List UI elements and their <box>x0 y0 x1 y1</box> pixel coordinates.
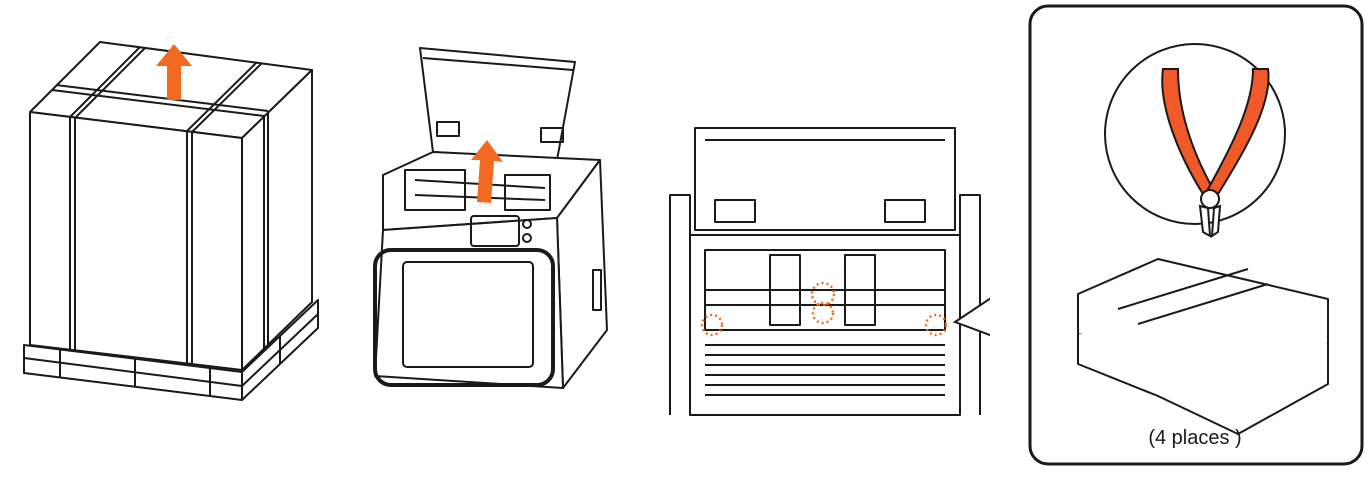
up-arrow-icon <box>156 44 192 100</box>
machine-front-view-illustration <box>660 0 990 479</box>
dotted-circle-marker-icon <box>700 281 948 337</box>
callout-caption: (4 places ) <box>1148 427 1242 449</box>
machine-open-lid-illustration <box>345 0 620 479</box>
callout-detail-box <box>1028 4 1364 468</box>
packaged-box-illustration <box>0 0 340 479</box>
up-arrow-icon <box>471 140 503 203</box>
pliers-icon <box>1161 68 1270 238</box>
